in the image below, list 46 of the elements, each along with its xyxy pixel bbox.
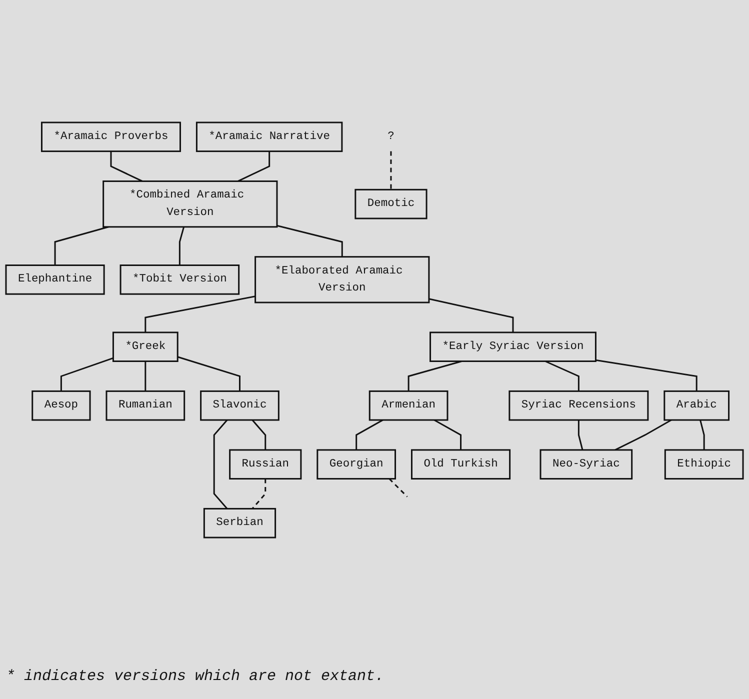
node-box: Ethiopic [664, 449, 744, 480]
node-box: Neo-Syriac [540, 449, 633, 480]
node-box: *Greek [112, 332, 178, 362]
connector [252, 420, 266, 450]
node-box: *Early Syriac Version [430, 332, 596, 362]
node-box: Syriac Recensions [508, 390, 649, 421]
connector [144, 296, 256, 332]
node-box: *Tobit Version [120, 264, 240, 295]
connector [178, 226, 185, 266]
connector [238, 151, 270, 182]
caption: * indicates versions which are not extant. [6, 668, 384, 685]
connector [428, 298, 514, 332]
dashed-line [388, 478, 408, 498]
node-box: Rumanian [106, 390, 186, 421]
node-box: *Elaborated Aramaic Version [254, 256, 430, 304]
connector [544, 360, 580, 392]
connector [60, 357, 114, 392]
connector [614, 419, 672, 451]
connector [390, 151, 392, 190]
node-box: *Aramaic Proverbs [40, 122, 181, 152]
connector [578, 420, 584, 450]
connector [144, 361, 146, 392]
node-box: Slavonic [200, 390, 280, 421]
node-box: Arabic [664, 390, 730, 421]
connector [356, 419, 384, 450]
connector [700, 420, 705, 450]
node-box: Old Turkish [410, 449, 511, 480]
node-box: Georgian [316, 449, 396, 480]
connector [276, 224, 343, 257]
node-text: ? [388, 130, 394, 143]
node-box: Aesop [32, 390, 91, 421]
connector [177, 356, 240, 392]
connector [434, 419, 462, 450]
node-box: *Aramaic Narrative [196, 122, 343, 152]
node-box: Elephantine [5, 264, 105, 295]
node-box: Armenian [368, 390, 448, 421]
node-box: Russian [229, 449, 302, 480]
node-box: Serbian [203, 508, 276, 538]
connector [252, 478, 266, 510]
connector [596, 359, 698, 392]
connector [110, 151, 143, 182]
node-box: Demotic [354, 188, 428, 220]
node-box: *Combined Aramaic Version [102, 180, 278, 228]
connector [54, 226, 109, 266]
connector [213, 420, 228, 510]
connector [408, 360, 462, 392]
